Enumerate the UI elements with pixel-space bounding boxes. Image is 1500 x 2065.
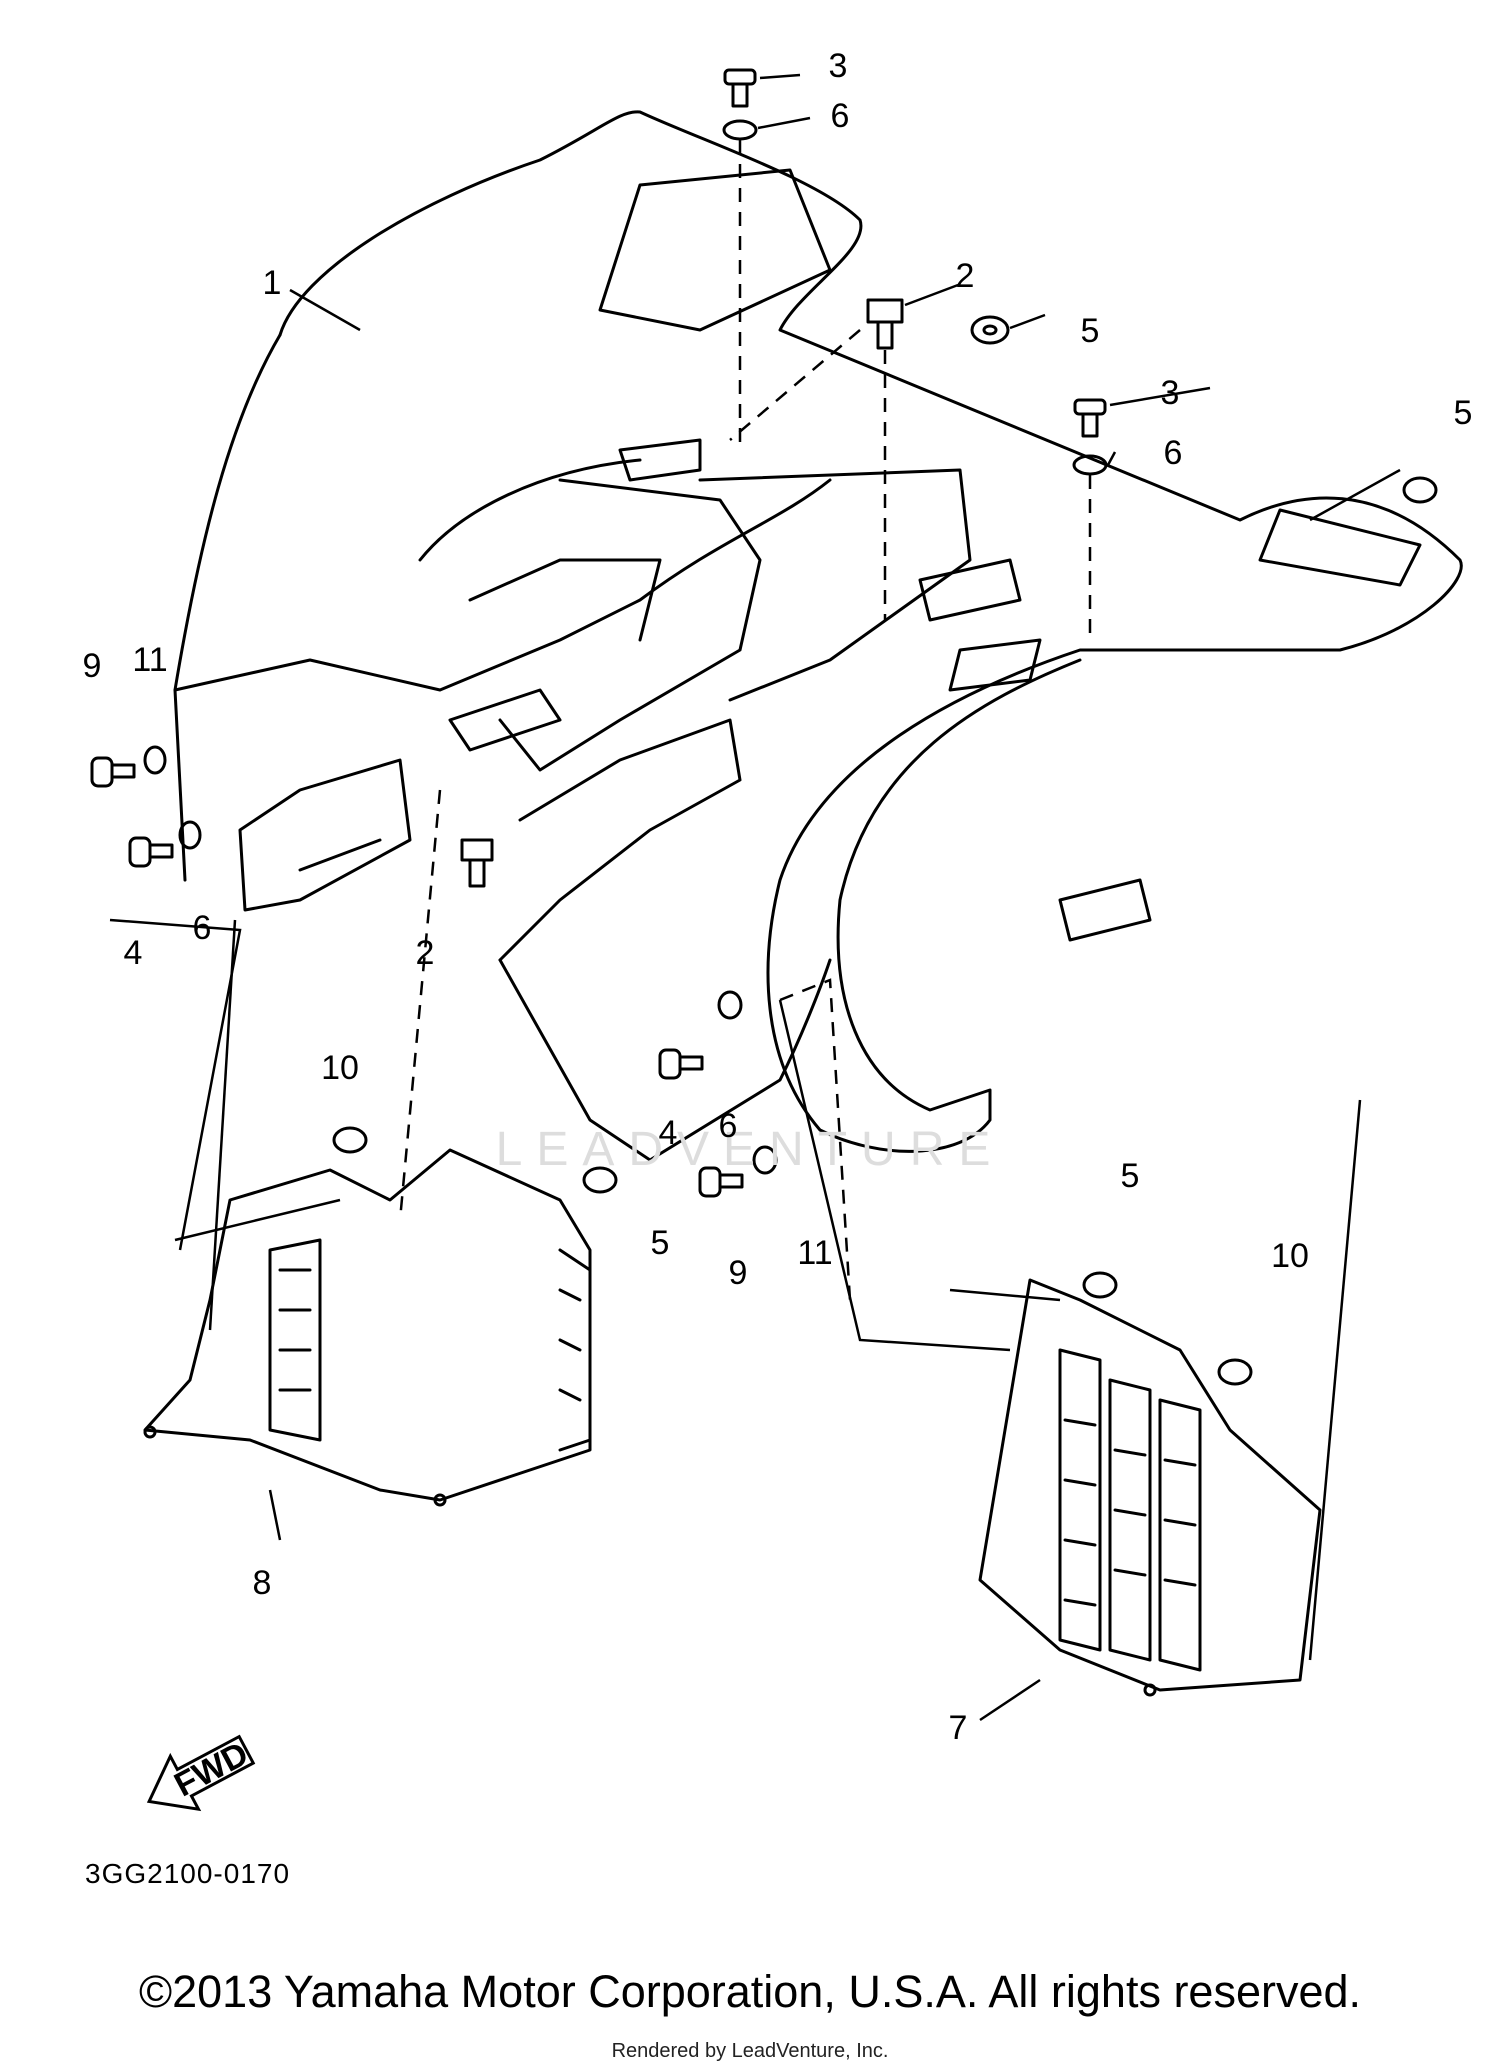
nut-5-top — [970, 315, 1010, 345]
washer-11-left — [143, 745, 167, 775]
callout-2: 2 — [956, 257, 975, 295]
assembly-lines — [398, 140, 1092, 1301]
rear-fender-part — [173, 110, 1463, 1162]
callout-3: 3 — [829, 47, 848, 85]
callout-5: 5 — [651, 1224, 670, 1262]
nut-10-left — [332, 1126, 368, 1154]
diagram-code: 3GG2100-0170 — [85, 1858, 291, 1889]
callouts: 1 2 2 3 3 4 4 5 5 5 5 6 6 6 6 7 8 9 9 10… — [83, 47, 1473, 1747]
bolt-9-mid — [698, 1166, 744, 1198]
callout-9: 9 — [83, 647, 102, 685]
right-mud-guard-part — [978, 1278, 1322, 1697]
callout-2: 2 — [416, 934, 435, 972]
bolt-3-top — [723, 68, 757, 108]
bolt-3-mid — [1073, 398, 1107, 438]
left-mud-guard-part — [143, 1148, 592, 1507]
nut-5-left — [582, 1166, 618, 1194]
washer-11-mid — [752, 1145, 778, 1175]
callout-5: 5 — [1454, 394, 1473, 432]
washer-6-mid — [1072, 454, 1108, 476]
callout-4: 4 — [124, 934, 143, 972]
callout-7: 7 — [949, 1709, 968, 1747]
callout-4: 4 — [659, 1114, 678, 1152]
callout-6: 6 — [719, 1107, 738, 1145]
washer-6-left — [178, 820, 202, 850]
svg-text:FWD: FWD — [168, 1735, 254, 1805]
washer-6-top — [722, 119, 758, 141]
callout-9: 9 — [729, 1254, 748, 1292]
callout-10: 10 — [321, 1049, 359, 1087]
callout-6: 6 — [193, 909, 212, 947]
callout-8: 8 — [253, 1564, 272, 1602]
callout-11: 11 — [132, 641, 167, 679]
rendered-by-notice: Rendered by LeadVenture, Inc. — [611, 2040, 889, 2062]
nut-5-lower-right — [1082, 1271, 1118, 1299]
washer-6-center — [717, 990, 743, 1020]
callout-5: 5 — [1081, 312, 1100, 350]
bolt-2-mid — [460, 838, 494, 888]
bolt-2-top — [866, 298, 904, 350]
callout-11: 11 — [797, 1234, 832, 1272]
nut-10-right — [1217, 1358, 1253, 1386]
callout-3: 3 — [1161, 374, 1180, 412]
callout-5: 5 — [1121, 1157, 1140, 1195]
leader-lines — [109, 73, 1401, 1722]
callout-10: 10 — [1271, 1237, 1309, 1275]
callout-6: 6 — [1164, 434, 1183, 472]
callout-6: 6 — [831, 97, 850, 135]
callout-1: 1 — [263, 264, 282, 302]
bolt-4-left — [128, 836, 174, 868]
fwd-arrow-icon: FWD — [146, 1735, 256, 1812]
copyright-notice: ©2013 Yamaha Motor Corporation, U.S.A. A… — [138, 1966, 1362, 2017]
watermark: LEADVENTURE — [496, 1123, 1005, 1176]
bolt-4-mid — [658, 1048, 704, 1080]
nut-5-right — [1402, 476, 1438, 504]
bolt-9-left — [90, 756, 136, 788]
